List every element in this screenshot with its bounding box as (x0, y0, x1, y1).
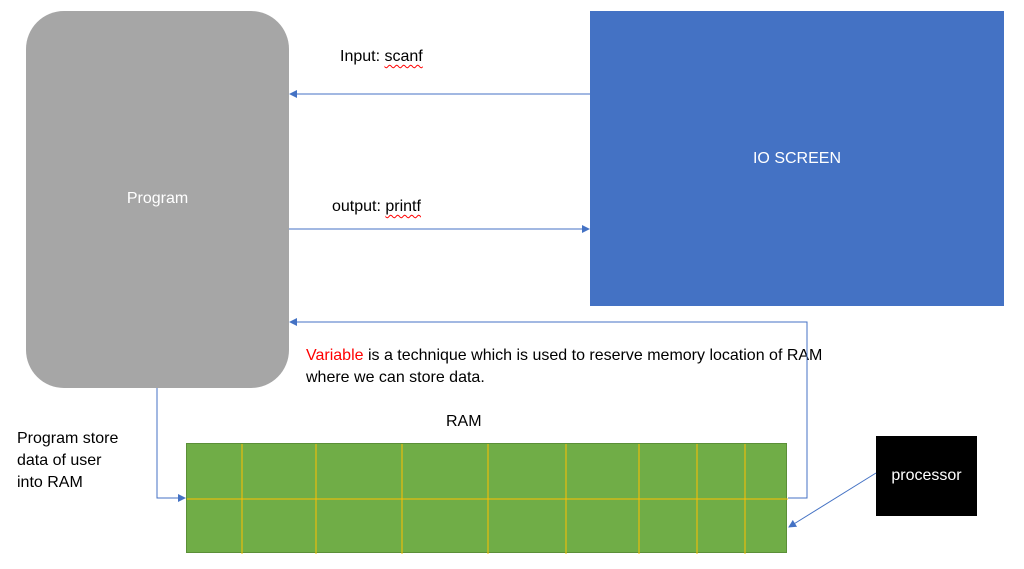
ram-to-program-arrow (289, 318, 808, 499)
processor-box: processor (876, 436, 977, 516)
ram-grid (186, 443, 788, 554)
output-prefix: output: (332, 198, 386, 215)
input-arrow-label: Input: scanf (340, 46, 423, 68)
ram-label: RAM (446, 413, 482, 430)
processor-label: processor (891, 467, 962, 484)
program-store-note: Program store data of user into RAM (17, 428, 147, 494)
processor-to-ram-arrow (788, 472, 877, 528)
variable-definition-note: Variable is a technique which is used to… (306, 345, 906, 389)
input-prefix: Input: (340, 48, 385, 65)
output-function: printf (385, 198, 421, 215)
program-box (26, 11, 289, 388)
program-to-ram-arrow (156, 388, 186, 502)
io-screen-label: IO SCREEN (752, 150, 841, 167)
program-store-line1: Program store (17, 430, 119, 447)
variable-keyword: Variable (306, 347, 364, 364)
program-label: Program (126, 190, 189, 207)
ram-grid-lines (187, 444, 788, 554)
variable-definition-line2: where we can store data. (306, 369, 485, 386)
program-store-line2: data of user (17, 452, 102, 469)
input-function: scanf (384, 48, 423, 65)
variable-definition-line1: is a technique which is used to reserve … (363, 347, 823, 364)
output-arrow-label: output: printf (332, 196, 421, 218)
program-store-line3: into RAM (17, 474, 83, 491)
io-screen-box (590, 11, 1004, 306)
